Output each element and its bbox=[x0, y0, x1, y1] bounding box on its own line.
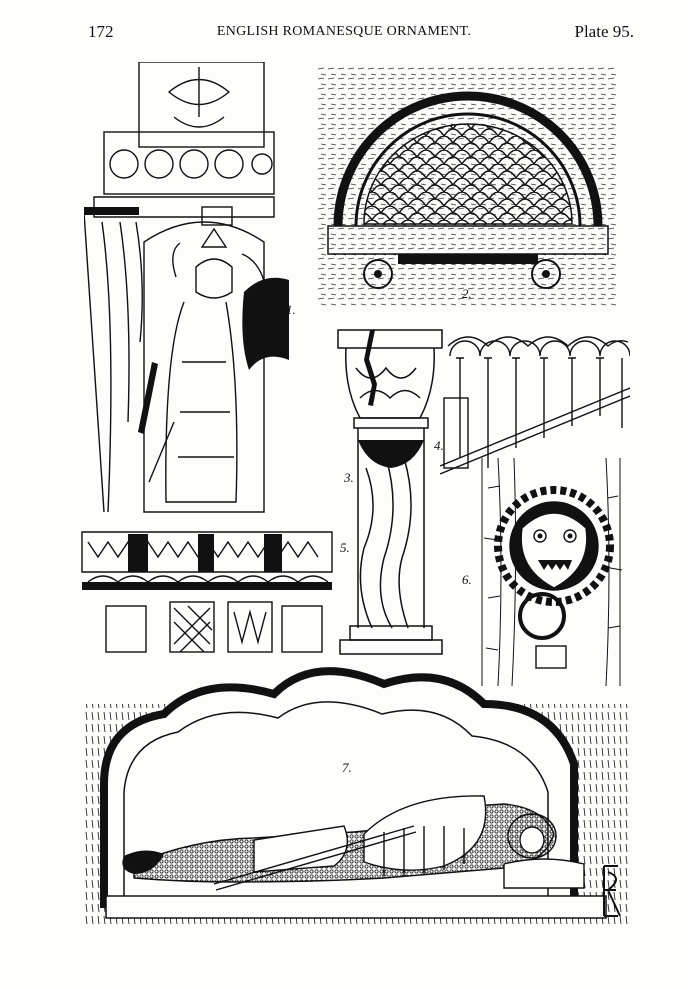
figure-number-6: 6. bbox=[462, 572, 472, 587]
figure-number-7: 7. bbox=[342, 760, 352, 775]
figure-2-tympanum bbox=[318, 66, 618, 306]
figure-number-2: 2. bbox=[462, 286, 472, 301]
arcade-illustration bbox=[440, 336, 630, 475]
door-knocker-illustration bbox=[481, 458, 623, 686]
knight-effigy-illustration bbox=[84, 667, 630, 926]
figure-number-3: 3. bbox=[344, 470, 354, 485]
figure-3-column bbox=[336, 328, 446, 658]
page-number: 172 bbox=[88, 22, 114, 41]
figure-number-4: 4. bbox=[434, 438, 444, 453]
figure-7-knight-effigy bbox=[84, 664, 630, 926]
monogram-mark bbox=[603, 865, 621, 917]
plate-label: Plate 95. bbox=[574, 22, 635, 41]
capitals-illustration bbox=[81, 531, 333, 653]
tympanum-illustration bbox=[318, 66, 618, 306]
page-title: ENGLISH ROMANESQUE ORNAMENT. bbox=[216, 24, 472, 39]
figure-number-1: 1. bbox=[286, 302, 296, 317]
figure-5-capitals bbox=[78, 522, 340, 654]
bishop-painting-illustration bbox=[84, 62, 289, 513]
figure-1-bishop-painting bbox=[84, 62, 294, 520]
artist-monogram bbox=[598, 862, 624, 922]
page-header: 172 ENGLISH ROMANESQUE ORNAMENT. Plate 9… bbox=[0, 22, 688, 46]
figure-4-arcade bbox=[440, 326, 630, 476]
figure-number-5: 5. bbox=[340, 540, 350, 555]
figure-6-door-knocker bbox=[478, 458, 628, 686]
column-illustration bbox=[337, 329, 443, 655]
